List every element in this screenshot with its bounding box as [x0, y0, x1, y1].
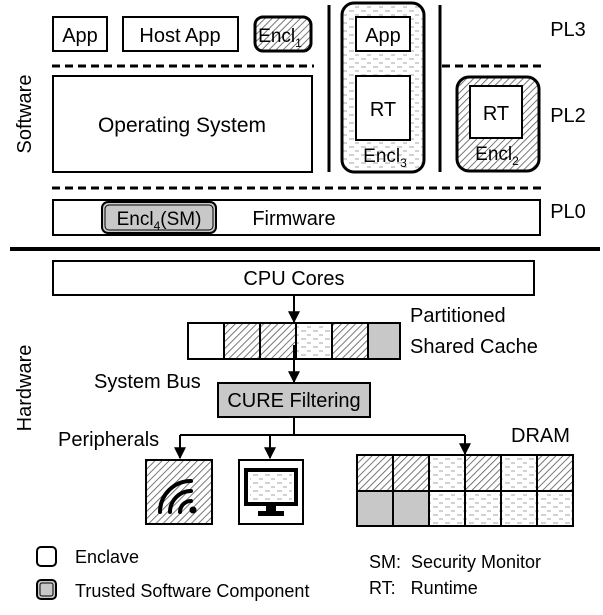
legend-trusted-label: Trusted Software Component — [75, 581, 309, 601]
dram-cell — [536, 490, 574, 527]
dram-cell — [356, 454, 394, 492]
operating-system-box — [52, 75, 313, 173]
cache-cell — [295, 322, 333, 360]
legend-enclave-swatch — [36, 546, 57, 567]
encl3-app-label: App — [365, 25, 401, 47]
app-label: App — [62, 25, 98, 47]
system-bus-label: System Bus — [94, 371, 201, 393]
peripherals-label: Peripherals — [58, 429, 159, 451]
host-app-box — [122, 16, 239, 52]
cpu-cores-box — [52, 260, 535, 296]
firmware-label: Firmware — [252, 208, 335, 230]
app-box — [52, 16, 108, 52]
wifi-icon — [158, 479, 197, 514]
dram-cell — [464, 490, 502, 527]
encl4-inner-border — [104, 204, 214, 231]
dram-cell — [500, 490, 538, 527]
dram-cell — [428, 454, 466, 492]
encl3-rt-label: RT — [370, 99, 396, 121]
cache-cell — [187, 322, 225, 360]
encl2-rt-label: RT — [483, 103, 509, 125]
dram-grid — [356, 454, 574, 527]
dram-cell — [500, 454, 538, 492]
pl2-label: PL2 — [550, 105, 586, 127]
host-app-label: Host App — [139, 25, 220, 47]
cure-filtering-label: CURE Filtering — [227, 390, 360, 412]
hardware-section-label: Hardware — [14, 345, 36, 432]
dram-cell — [428, 490, 466, 527]
cache-cell — [259, 322, 297, 360]
dram-cell — [356, 490, 394, 527]
cache-cell — [223, 322, 261, 360]
encl2-label: Encl2 — [475, 144, 519, 168]
cache-label-line2: Shared Cache — [410, 336, 538, 358]
encl4-label: Encl4(SM) — [117, 209, 202, 233]
legend-trusted-swatch — [36, 579, 57, 600]
encl1-label: Encl1 — [258, 26, 302, 50]
legend-trusted-swatch-inner — [39, 582, 54, 597]
encl1-box — [253, 15, 313, 53]
legend-sm-label: SM: Security Monitor — [369, 552, 541, 572]
monitor-peripheral — [238, 459, 304, 525]
dram-label: DRAM — [511, 425, 570, 447]
software-section-label: Software — [14, 75, 36, 154]
cache-label-line1: Partitioned — [410, 305, 506, 327]
wifi-peripheral — [145, 459, 213, 525]
partitioned-cache — [187, 322, 401, 360]
legend-rt-label: RT: Runtime — [369, 578, 478, 598]
encl4-box — [101, 201, 217, 234]
cache-cell — [331, 322, 369, 360]
encl3-app-box — [355, 16, 411, 52]
monitor-icon — [244, 468, 298, 516]
dram-cell — [392, 490, 430, 527]
encl3-rt-box — [355, 75, 411, 141]
encl2-rt-box — [469, 85, 523, 139]
encl3-label: Encl3 — [363, 146, 407, 170]
pl3-label: PL3 — [550, 19, 586, 41]
cpu-cores-label: CPU Cores — [243, 268, 344, 290]
legend-enclave-label: Enclave — [75, 547, 139, 567]
dram-cell — [536, 454, 574, 492]
pl0-label: PL0 — [550, 201, 586, 223]
operating-system-label: Operating System — [98, 114, 266, 137]
dram-cell — [392, 454, 430, 492]
cache-cell — [367, 322, 401, 360]
dram-cell — [464, 454, 502, 492]
